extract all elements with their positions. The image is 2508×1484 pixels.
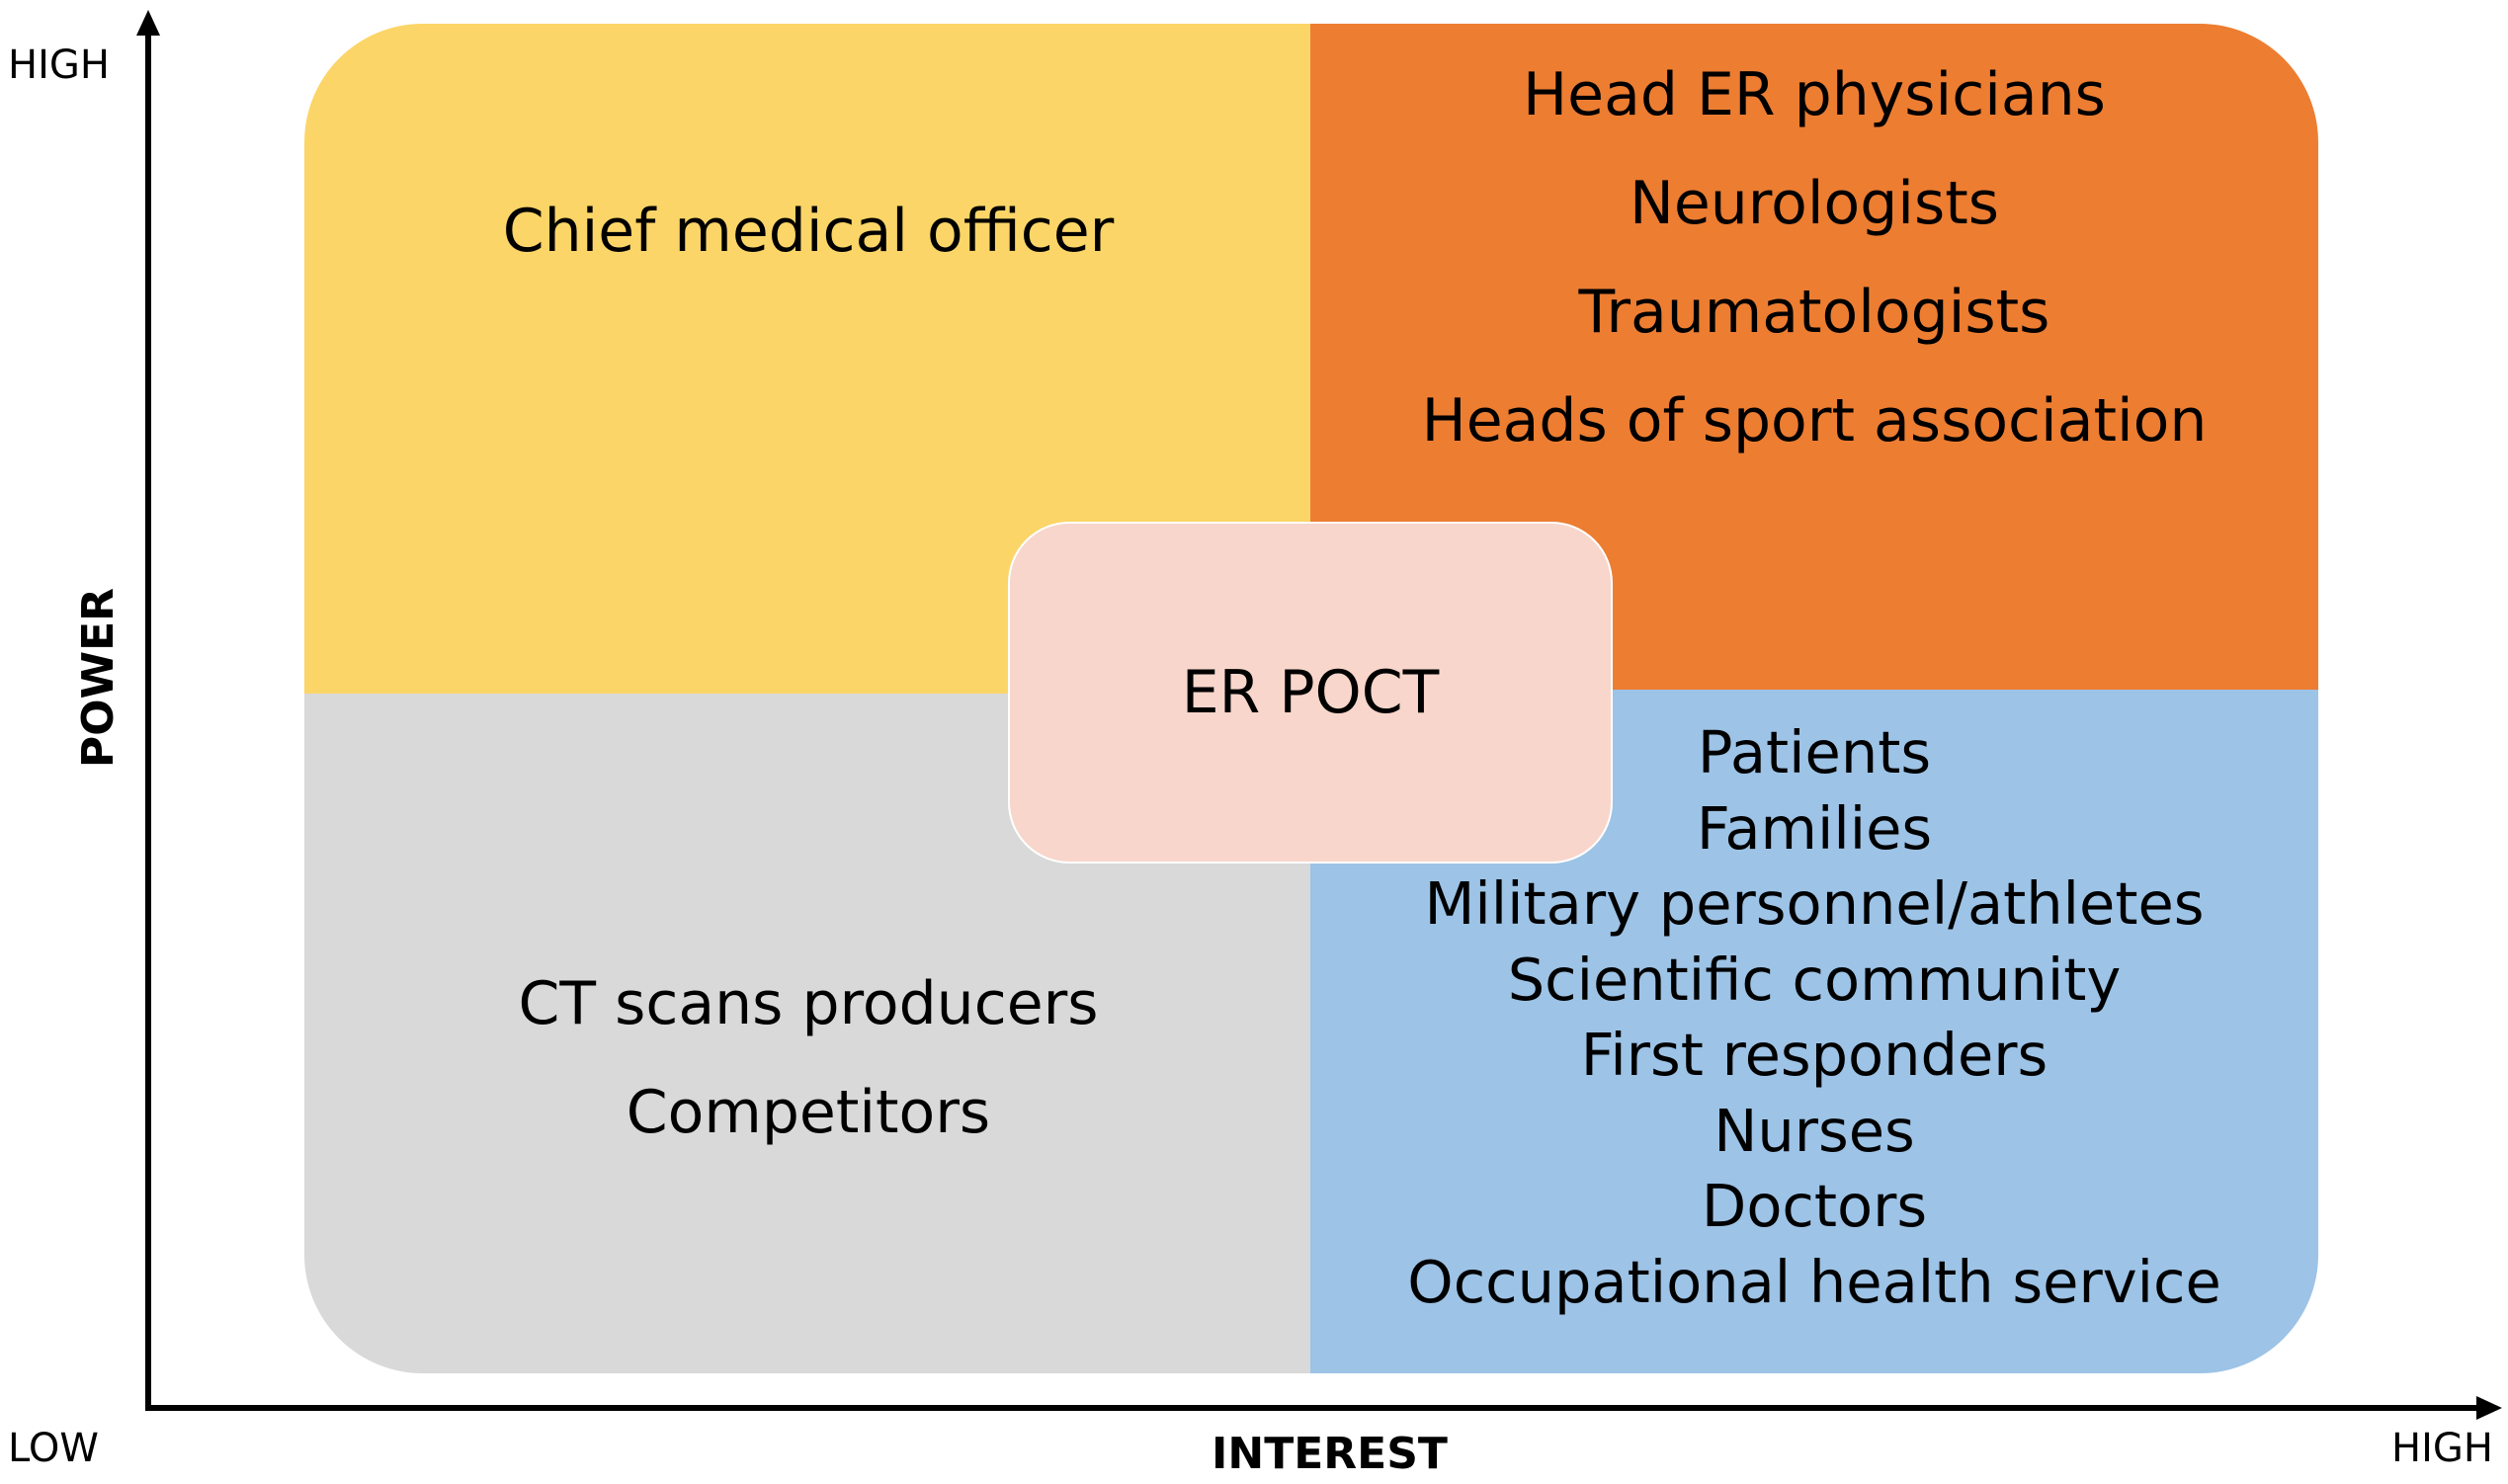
stakeholder-label: Heads of sport association <box>1421 386 2208 455</box>
stakeholder-label: Traumatologists <box>1578 278 2050 347</box>
x-axis-arrowhead <box>2476 1396 2502 1420</box>
stakeholder-label: Patients <box>1697 718 1932 786</box>
origin-low-label: LOW <box>8 1426 99 1471</box>
y-axis-arrowhead <box>136 10 160 36</box>
quadrant-high-power-high-interest: Head ER physicians Neurologists Traumato… <box>1310 24 2318 692</box>
stakeholder-label: Chief medical officer <box>502 197 1115 266</box>
stakeholder-label: Military personnel/athletes <box>1424 869 2205 938</box>
x-axis-title: INTEREST <box>1212 1429 1448 1479</box>
y-axis-high-label: HIGH <box>8 42 110 88</box>
quadrant-high-power-low-interest: Chief medical officer <box>304 24 1312 696</box>
quadrant-item-list: Patients Families Military personnel/ath… <box>1407 723 2221 1328</box>
quadrant-item-list: CT scans producers Competitors <box>518 974 1098 1192</box>
stakeholder-label: Doctors <box>1701 1172 1928 1240</box>
stakeholder-label: CT scans producers <box>518 969 1099 1038</box>
y-axis-title: POWER <box>73 587 124 769</box>
stakeholder-label: Families <box>1696 793 1933 863</box>
stakeholder-label: Neurologists <box>1629 169 2000 238</box>
stakeholder-label: Competitors <box>626 1078 991 1147</box>
stakeholder-label: Nurses <box>1714 1096 1915 1165</box>
center-focus-box: ER POCT <box>1008 522 1613 864</box>
stakeholder-label: First responders <box>1580 1021 2048 1089</box>
stakeholder-label: Scientific community <box>1507 945 2122 1014</box>
quadrant-item-list: Head ER physicians Neurologists Traumato… <box>1422 65 2208 500</box>
x-axis-high-label: HIGH <box>2391 1426 2493 1471</box>
stakeholder-label: Occupational health service <box>1407 1247 2221 1316</box>
center-label: ER POCT <box>1181 658 1440 727</box>
stakeholder-label: Head ER physicians <box>1523 60 2106 129</box>
